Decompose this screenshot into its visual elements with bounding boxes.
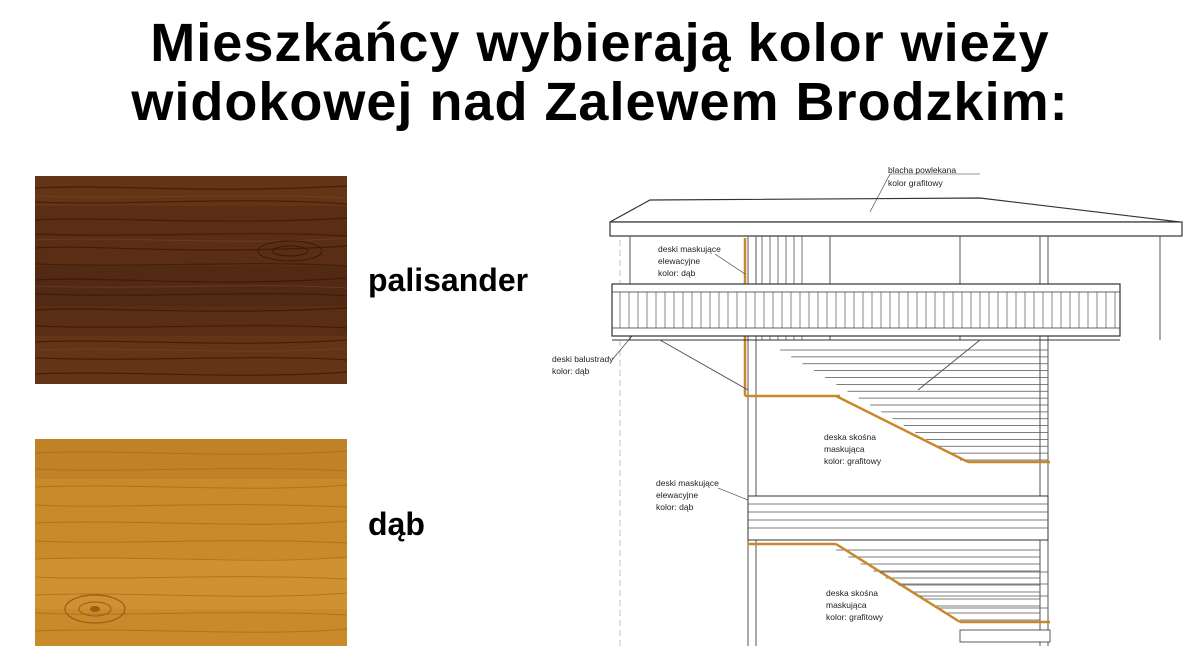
top-mask-annotation-2: elewacyjne: [658, 256, 700, 266]
tower-drawing-svg: blacha powlekana kolor grafitowy deski m…: [552, 165, 1183, 646]
mid-mask-annotation-3: kolor: dąb: [656, 502, 694, 512]
diag1-annotation-1: deska skośna: [824, 432, 876, 442]
railing-annotation-1: deski balustrady: [552, 354, 614, 364]
page-title: Mieszkańcy wybierają kolor wieży widokow…: [0, 14, 1200, 132]
diag2-annotation-2: maskująca: [826, 600, 867, 610]
top-mask-annotation-3: kolor: dąb: [658, 268, 696, 278]
railing-annotation-2: kolor: dąb: [552, 366, 590, 376]
title-line-1: Mieszkańcy wybierają kolor wieży: [150, 13, 1050, 73]
title-line-2: widokowej nad Zalewem Brodzkim:: [131, 72, 1069, 132]
oak-wood-texture: [35, 439, 347, 646]
roof-annotation-1: blacha powlekana: [888, 165, 956, 175]
top-mask-annotation-1: deski maskujące: [658, 244, 721, 254]
diag2-annotation-1: deska skośna: [826, 588, 878, 598]
diag1-annotation-2: maskująca: [824, 444, 865, 454]
stair-flight-2: [835, 542, 1050, 624]
roof-annotation-2: kolor grafitowy: [888, 178, 944, 188]
mid-mask-annotation-1: deski maskujące: [656, 478, 719, 488]
palisander-wood-swatch: [35, 176, 347, 384]
diag2-annotation-3: kolor: grafitowy: [826, 612, 884, 622]
balustrade: [611, 283, 1121, 337]
oak-label: dąb: [368, 506, 425, 542]
mid-mask-annotation-2: elewacyjne: [656, 490, 698, 500]
oak-wood-swatch: [35, 439, 347, 646]
mid-landing-boards: [747, 495, 1049, 541]
palisander-label: palisander: [368, 262, 529, 298]
diag1-annotation-3: kolor: grafitowy: [824, 456, 882, 466]
tower-technical-drawing: blacha powlekana kolor grafitowy deski m…: [540, 160, 1200, 646]
palisander-wood-texture: [35, 176, 347, 384]
roof: [609, 197, 1183, 237]
stair-flight-1: [780, 349, 1050, 464]
